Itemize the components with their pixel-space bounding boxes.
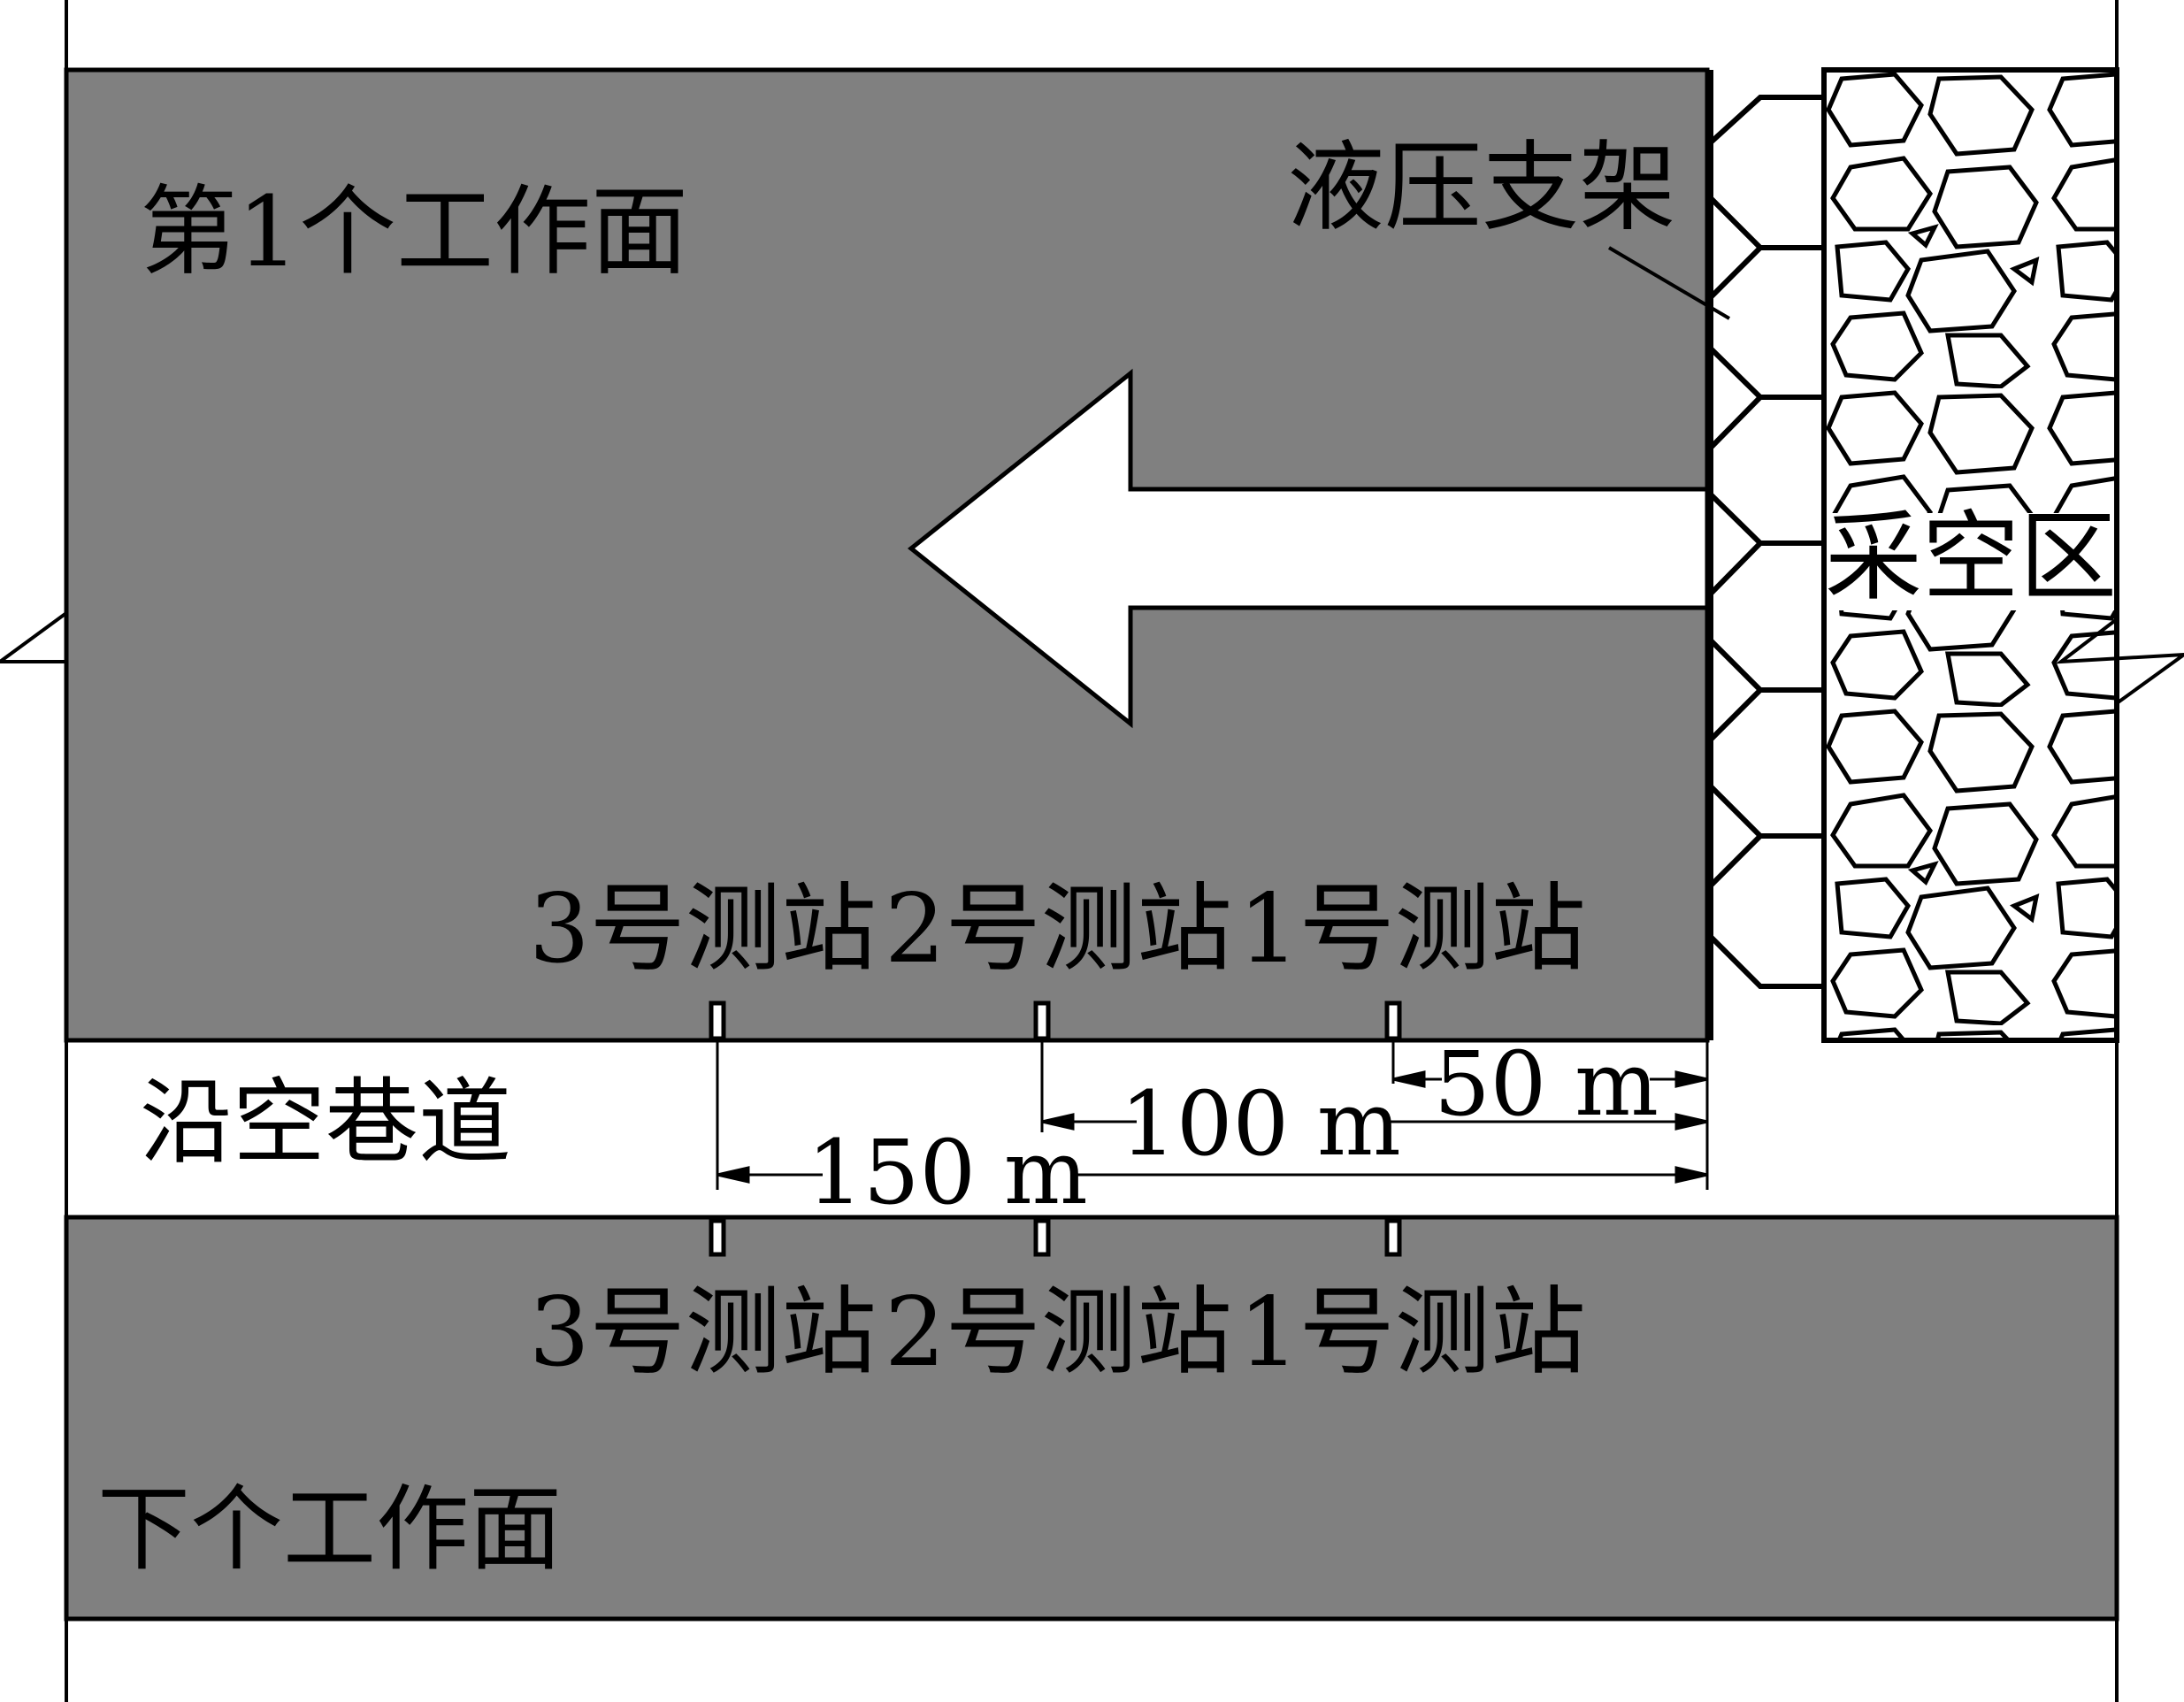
- station-2-top-label: 2号测站: [885, 874, 1232, 985]
- distance-150m-label: 150 m: [807, 1121, 1087, 1224]
- station-1-bottom-label: 1号测站: [1238, 1277, 1586, 1388]
- roadway-label: 沿空巷道: [140, 1069, 511, 1177]
- station-3-top-label: 3号测站: [529, 874, 877, 985]
- distance-100m-label: 100 m: [1120, 1072, 1400, 1176]
- goaf-label: 采空区: [1825, 501, 2117, 614]
- support-leader-line: [1607, 246, 1731, 320]
- support-label: 液压支架: [1287, 131, 1676, 244]
- station-markers: [709, 1000, 1402, 1257]
- next-face-label: 下个工作面: [97, 1476, 562, 1583]
- station-1-top-label: 1号测站: [1238, 874, 1586, 985]
- station-2-bottom-label: 2号测站: [885, 1277, 1232, 1388]
- first-face-label: 第1个工作面: [140, 175, 688, 288]
- advance-direction-arrow: [907, 368, 1710, 729]
- next-working-face: [64, 1215, 2119, 1622]
- station-3-bottom-label: 3号测站: [529, 1277, 877, 1388]
- distance-50m-label: 50 m: [1434, 1032, 1659, 1136]
- hydraulic-supports: [1706, 70, 1824, 1040]
